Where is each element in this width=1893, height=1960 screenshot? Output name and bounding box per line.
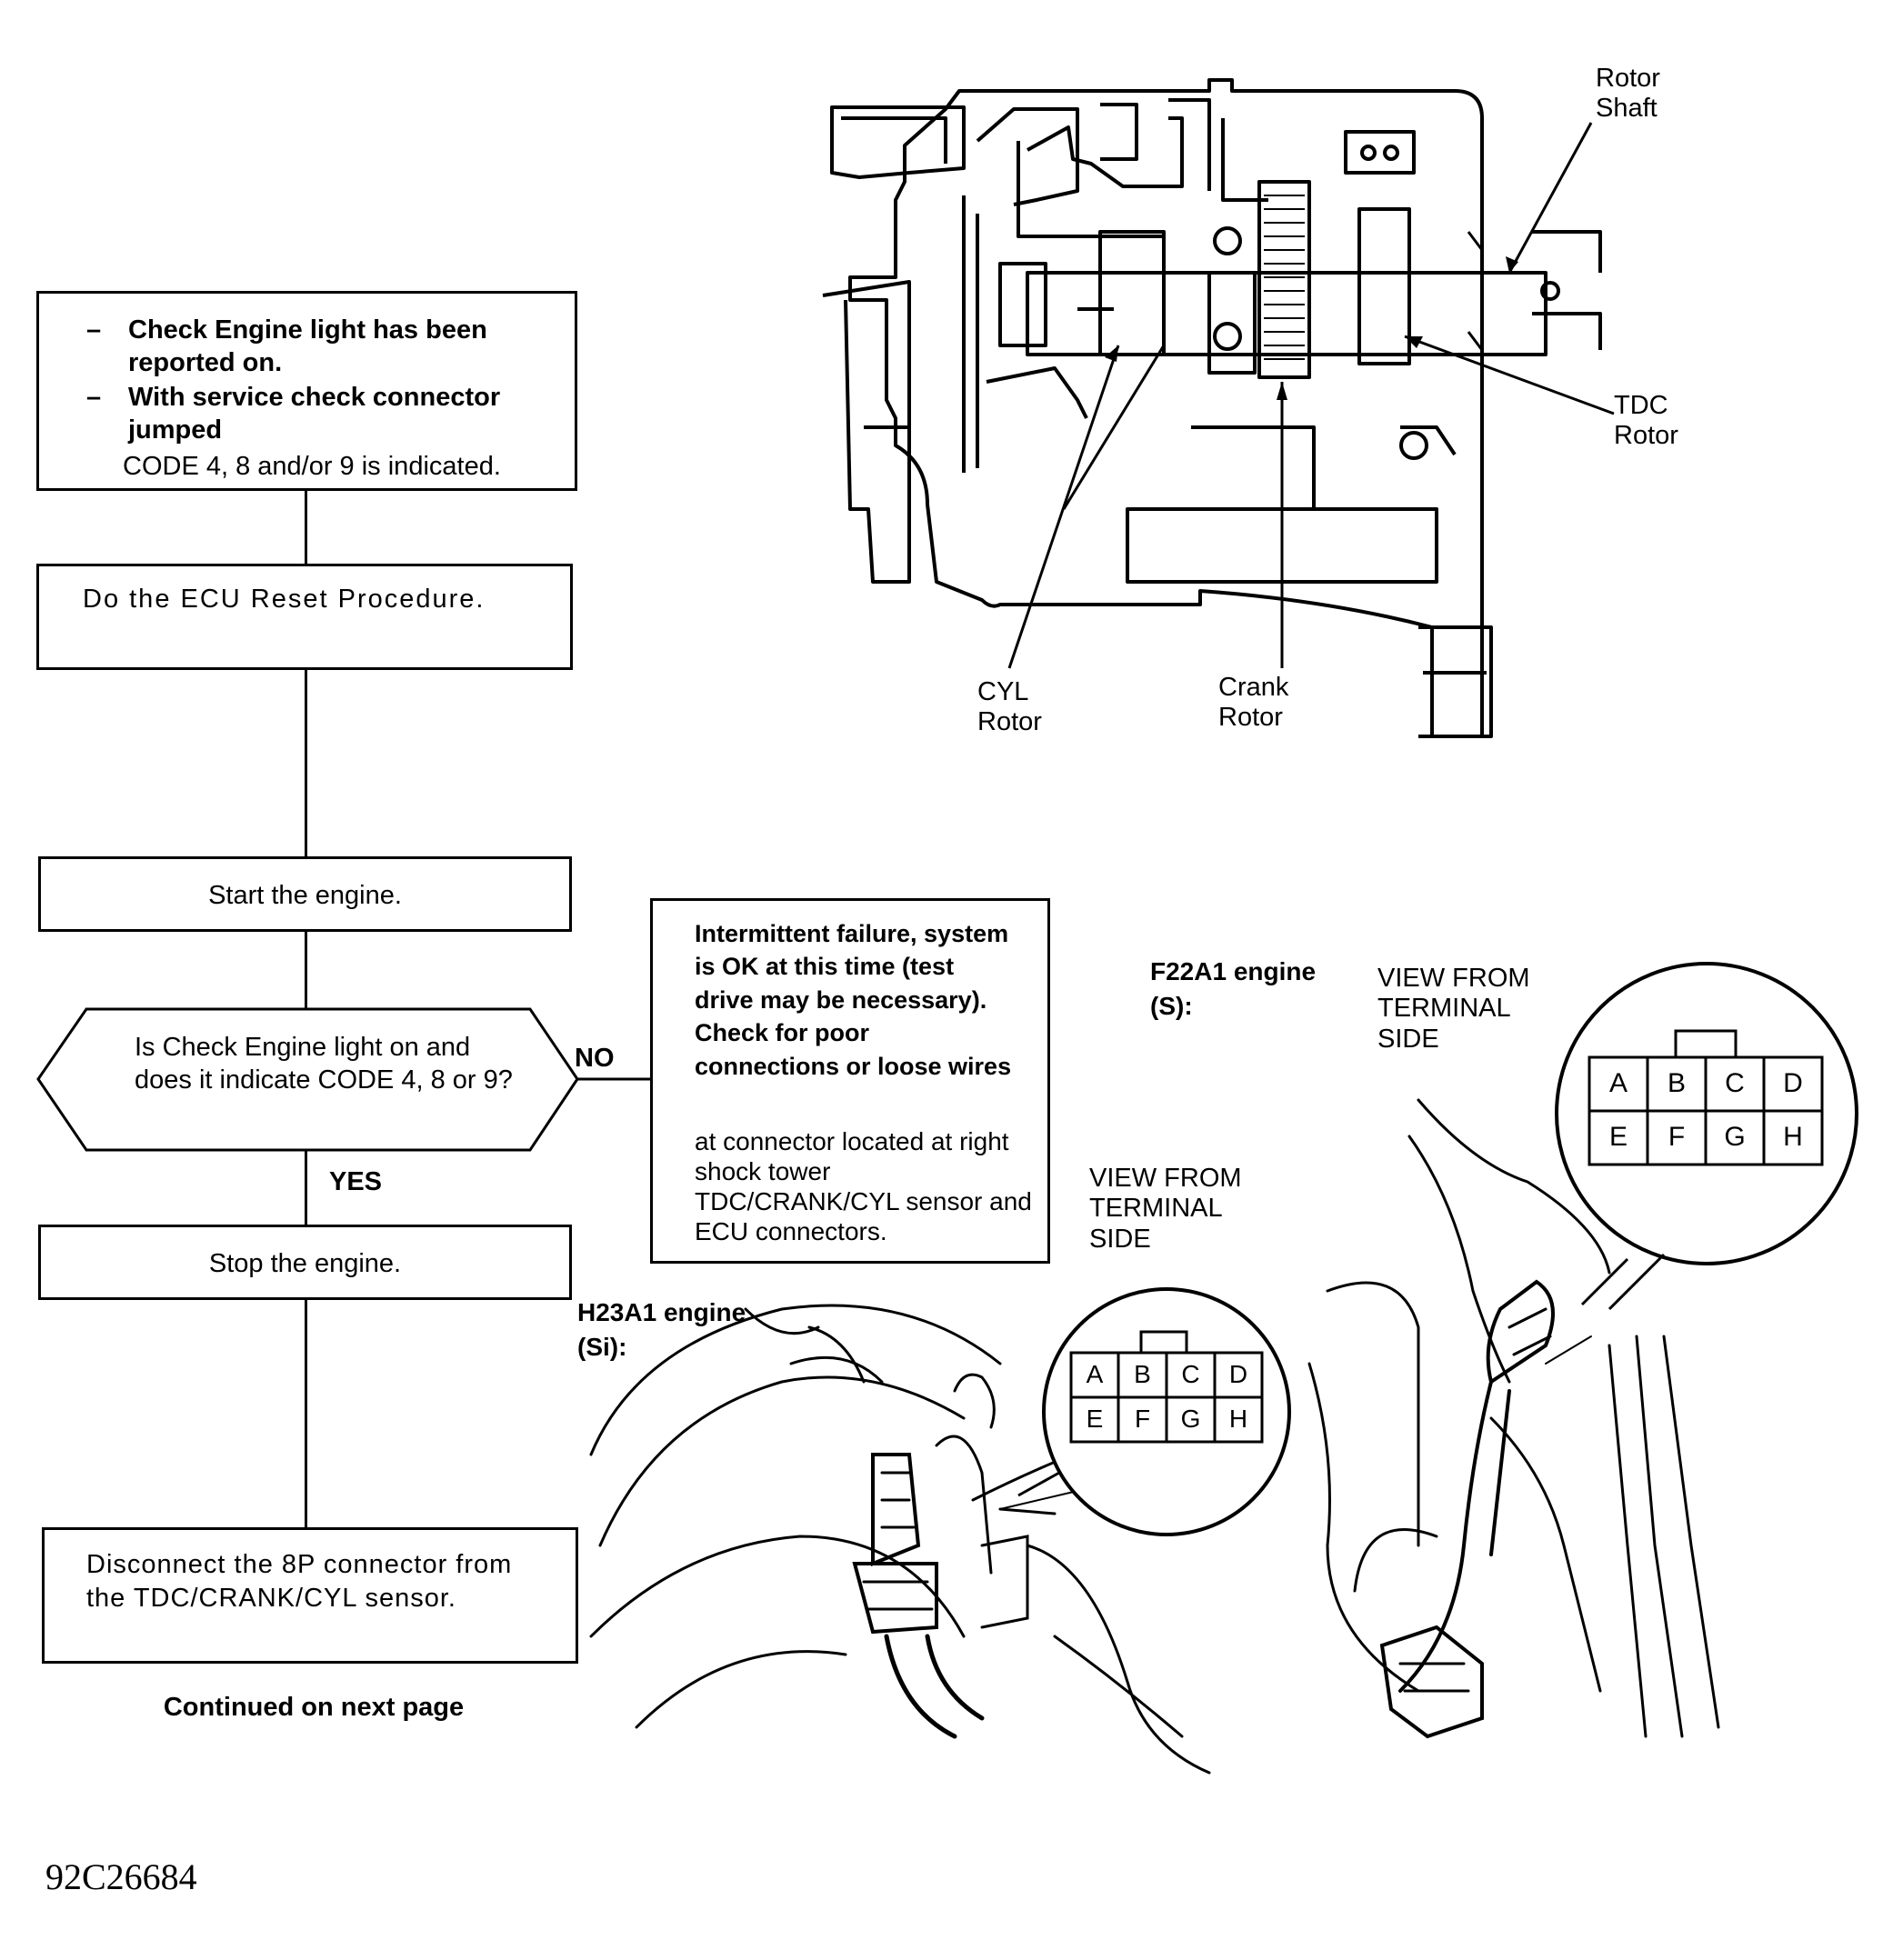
step-text-ecu-reset: Do the ECU Reset Procedure. xyxy=(83,585,486,614)
f22a1-terminal-h: H xyxy=(1783,1122,1803,1152)
f22a1-terminal-e: E xyxy=(1608,1122,1628,1152)
f22a1-terminal-b: B xyxy=(1667,1068,1686,1098)
step-text-start-engine: Start the engine. xyxy=(208,881,402,910)
step-text-stop-engine: Stop the engine. xyxy=(208,1249,402,1278)
h23a1-terminal-g: G xyxy=(1180,1405,1201,1433)
step-text-reported: Check Engine light has been reported on. xyxy=(128,315,487,378)
tdc-rotor-label: TDC Rotor xyxy=(1614,391,1678,451)
crank-rotor-label: Crank Rotor xyxy=(1218,673,1289,733)
flow-line-1 xyxy=(305,491,307,564)
h23a1-terminal-h: H xyxy=(1228,1405,1248,1433)
h23a1-view-label: VIEW FROM TERMINAL SIDE xyxy=(1089,1164,1242,1254)
step-box-stop-engine: Stop the engine. xyxy=(38,1225,572,1300)
h23a1-terminal-b: B xyxy=(1134,1360,1151,1388)
figure-id: 92C26684 xyxy=(45,1856,197,1897)
flow-line-2 xyxy=(305,670,307,856)
dash-2: – xyxy=(86,383,102,412)
intermittent-normal-text: at connector located at right shock towe… xyxy=(695,1127,1032,1246)
result-box-intermittent: Intermittent failure, system is OK at th… xyxy=(650,898,1050,1264)
dash-1: – xyxy=(86,315,102,345)
h23a1-terminal-c: C xyxy=(1181,1360,1200,1388)
cyl-rotor-label: CYL Rotor xyxy=(977,677,1042,737)
h23a1-terminal-a: A xyxy=(1086,1360,1104,1388)
step-box-disconnect: Disconnect the 8P connector from the TDC… xyxy=(42,1527,578,1664)
flow-line-4 xyxy=(305,1150,307,1225)
f22a1-engine-label: F22A1 engine (S): xyxy=(1150,957,1317,1020)
f22a1-terminal-a: A xyxy=(1608,1068,1628,1098)
step-text-code: CODE 4, 8 and/or 9 is indicated. xyxy=(123,452,501,481)
step-box-ecu-reset: Do the ECU Reset Procedure. xyxy=(36,564,573,670)
h23a1-terminal-f: F xyxy=(1134,1405,1151,1433)
step-box-check-engine: – Check Engine light has been reported o… xyxy=(36,291,577,491)
decision-text: Is Check Engine light on and does it ind… xyxy=(135,1033,513,1095)
h23a1-hose-1 xyxy=(589,1304,1002,1456)
intermittent-bold-text: Intermittent failure, system is OK at th… xyxy=(695,920,1012,1080)
continued-text: Continued on next page xyxy=(163,1693,465,1722)
flow-line-3 xyxy=(305,932,307,1009)
f22a1-terminal-d: D xyxy=(1783,1068,1803,1098)
f22a1-terminal-g: G xyxy=(1724,1122,1746,1152)
step-text-jumped: With service check connector jumped xyxy=(128,383,501,445)
f22a1-terminal-f: F xyxy=(1668,1122,1686,1152)
step-text-disconnect: Disconnect the 8P connector from the TDC… xyxy=(86,1550,513,1614)
f22a1-terminal-c: C xyxy=(1725,1068,1745,1098)
no-label: NO xyxy=(575,1044,615,1073)
yes-label: YES xyxy=(329,1167,383,1196)
h23a1-terminal-e: E xyxy=(1086,1405,1104,1433)
rotor-shaft-label: Rotor Shaft xyxy=(1596,64,1660,124)
h23a1-terminal-d: D xyxy=(1228,1360,1248,1388)
step-box-start-engine: Start the engine. xyxy=(38,856,572,932)
f22a1-view-label: VIEW FROM TERMINAL SIDE xyxy=(1377,964,1530,1054)
flow-line-5 xyxy=(305,1300,307,1527)
h23a1-engine-label: H23A1 engine (Si): xyxy=(577,1298,746,1361)
